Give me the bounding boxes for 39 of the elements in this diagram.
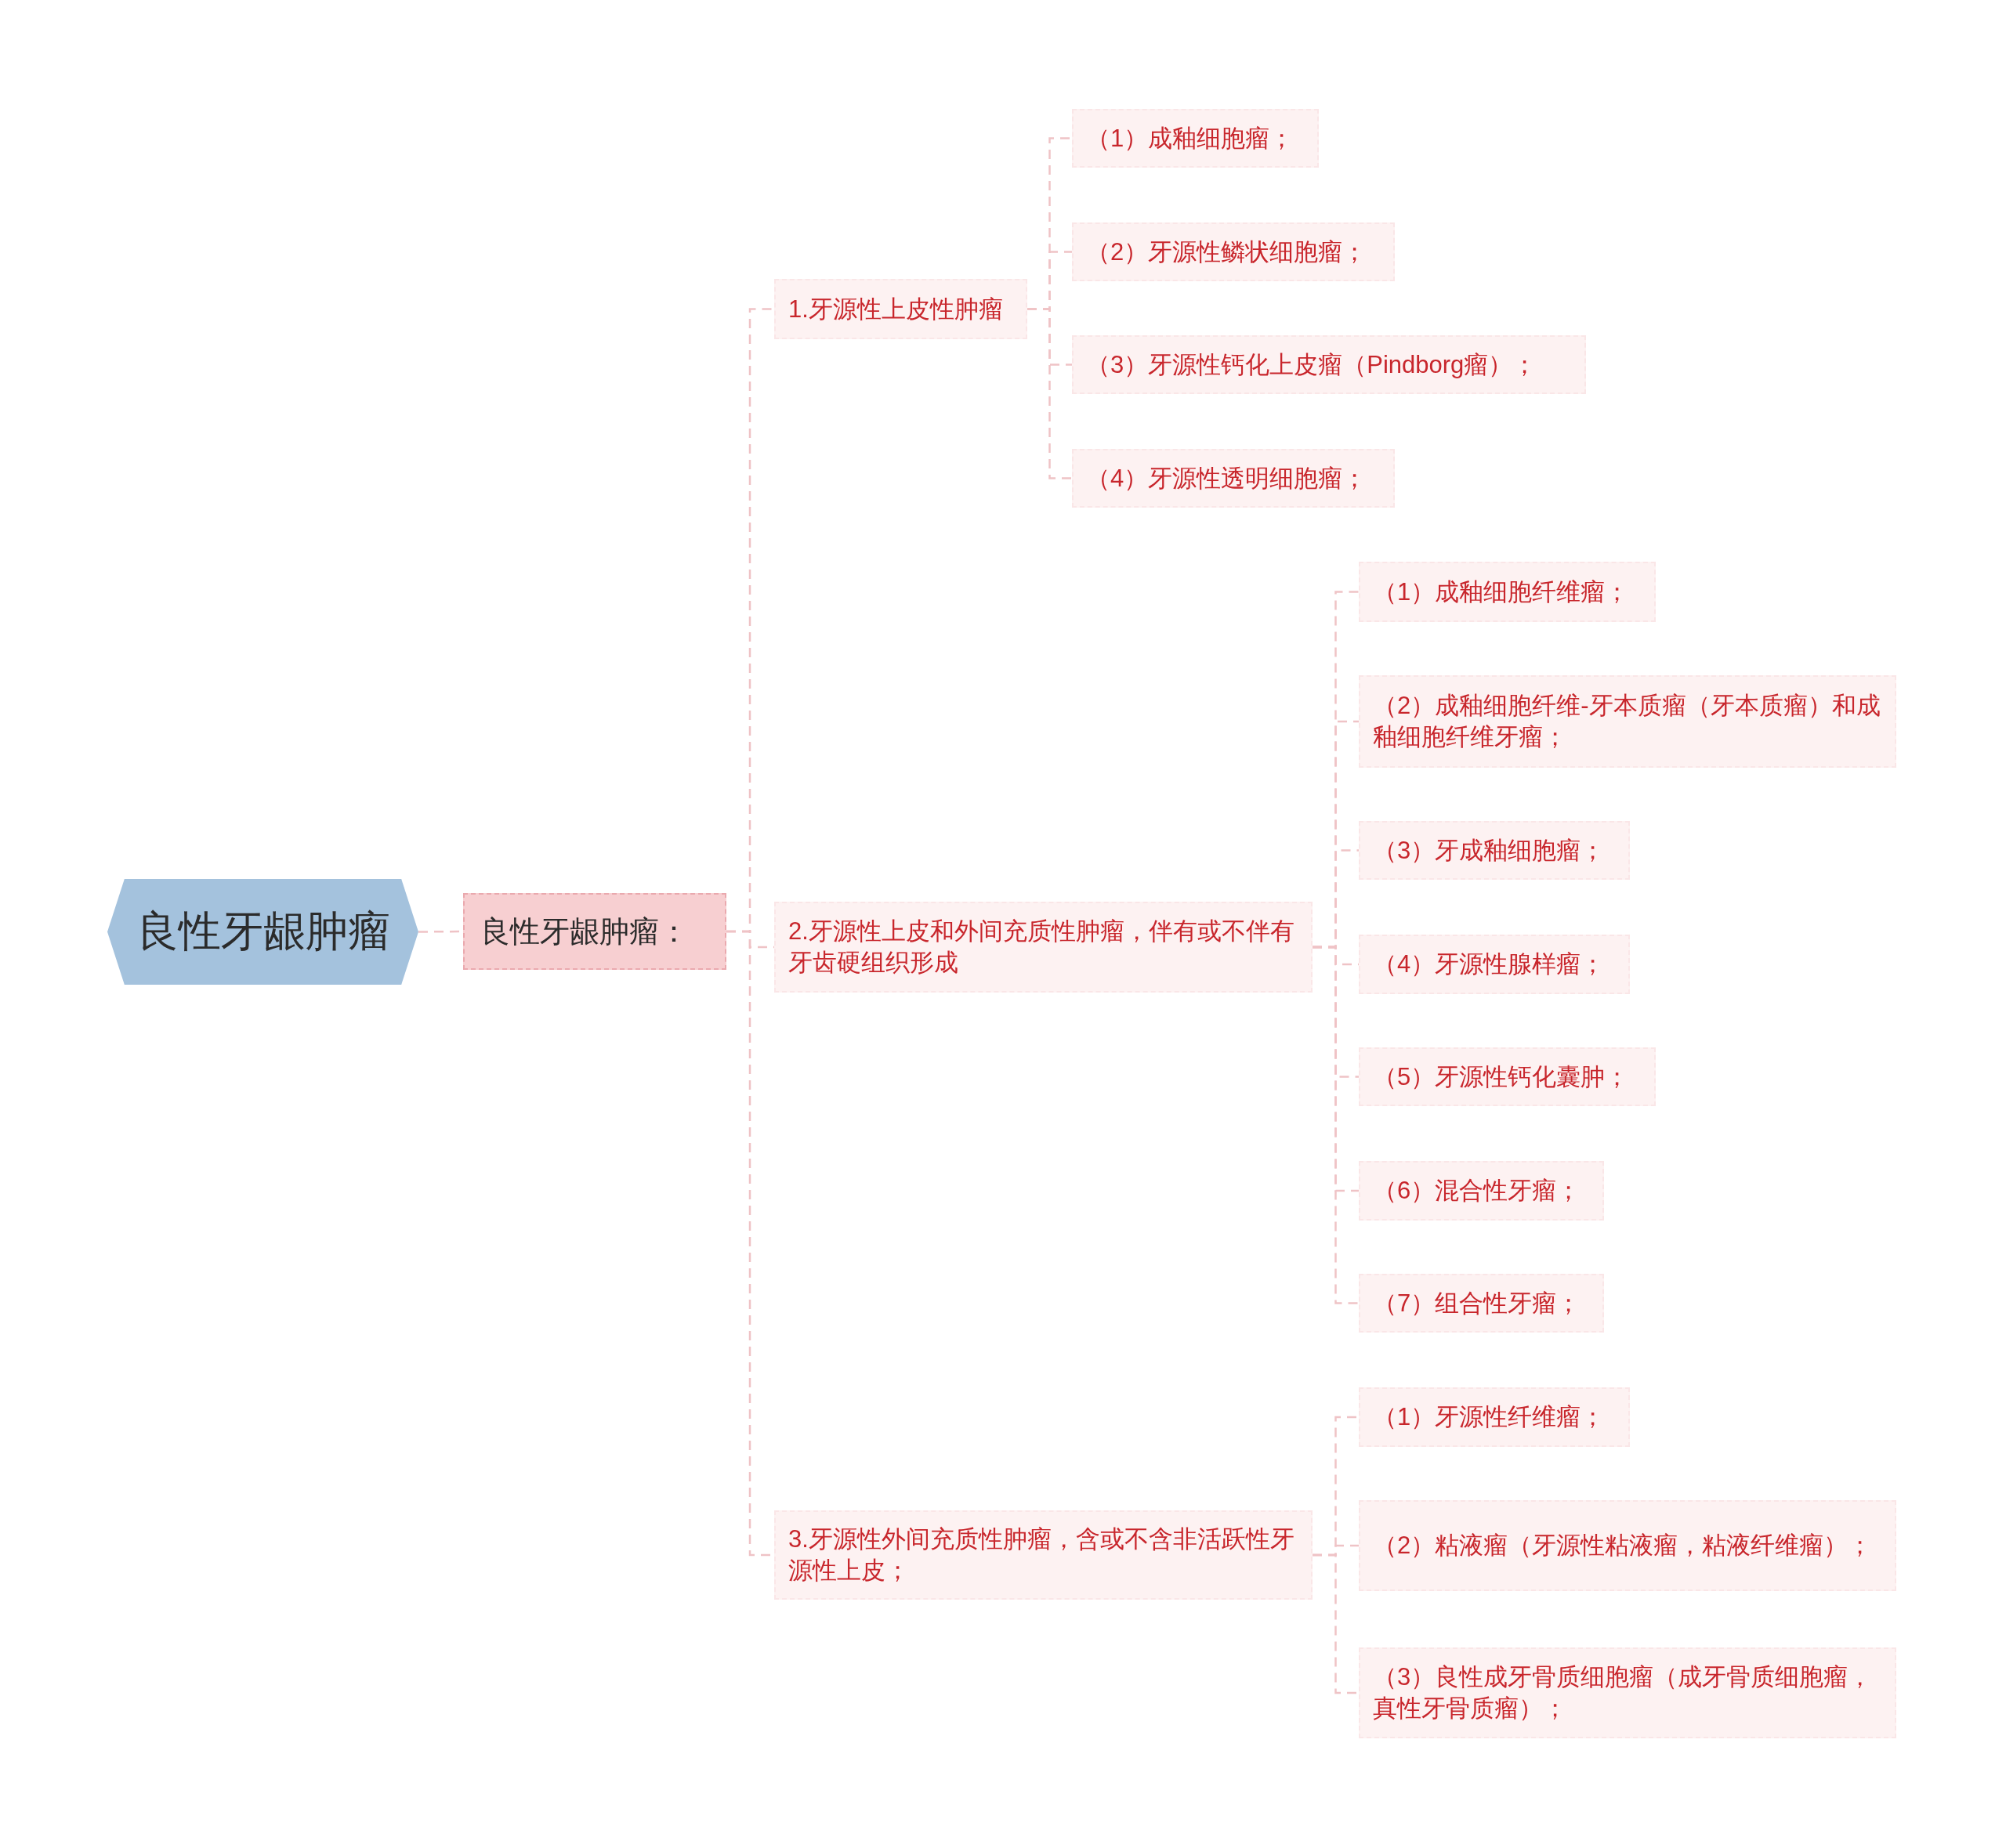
topic-box: [774, 1510, 1313, 1600]
topic-box: [1359, 1647, 1896, 1738]
topic-box: [1359, 562, 1656, 622]
topic-text: （2）牙源性鳞状细胞瘤；: [1086, 237, 1368, 267]
topic-text: （4）牙源性腺样瘤；: [1373, 949, 1606, 979]
topic-box: [1359, 935, 1630, 994]
topic-box: [1072, 222, 1395, 281]
topic-text: （1）成釉细胞瘤；: [1086, 123, 1295, 154]
topic-box: [1359, 1047, 1656, 1106]
connector-line: [1313, 1553, 1359, 1694]
subtopic-text: 良性牙龈肿瘤：: [480, 913, 690, 949]
topic-box: [1359, 1500, 1896, 1591]
topic-box: [1359, 821, 1630, 880]
topic-text: 良性牙龈肿瘤: [136, 906, 390, 956]
topic-box: [1359, 1161, 1604, 1221]
topic-box: [774, 902, 1313, 993]
topic-text: （1）成釉细胞纤维瘤；: [1373, 577, 1631, 607]
subtopic-box: [463, 893, 726, 970]
topic-text: （5）牙源性钙化囊肿；: [1373, 1061, 1631, 1092]
topic-text: （4）牙源性透明细胞瘤；: [1086, 463, 1368, 494]
topic-text: 1.牙源性上皮性肿瘤: [788, 294, 1004, 324]
topic-box: [1359, 675, 1896, 768]
topic-box: [1359, 1387, 1630, 1447]
topic-text: （1）牙源性纤维瘤；: [1373, 1402, 1606, 1432]
topic-text: （3）牙源性钙化上皮瘤（Pindborg瘤）；: [1086, 349, 1538, 380]
topic-text: （3）牙成釉细胞瘤；: [1373, 835, 1606, 866]
topic-box: [1072, 449, 1395, 508]
topic-box: [1072, 335, 1586, 394]
topic-text: （7）组合性牙瘤；: [1373, 1288, 1582, 1318]
topic-text: （2）粘液瘤（牙源性粘液瘤，粘液纤维瘤）；: [1373, 1531, 1874, 1560]
topic-text: 3.牙源性外间充质性肿瘤，含或不含非活跃性牙源性上皮；: [788, 1524, 1295, 1586]
topic-box: [1359, 1274, 1604, 1333]
topic-text: 2.牙源性上皮和外间充质性肿瘤，伴有或不伴有牙齿硬组织形成: [788, 917, 1295, 978]
connector-line: [1027, 308, 1072, 479]
topic-box: [1072, 109, 1319, 168]
topic-text: （2）成釉细胞纤维-牙本质瘤（牙本质瘤）和成釉细胞纤维牙瘤；: [1373, 691, 1881, 752]
topic-box: [774, 279, 1027, 339]
topic-text: （3）良性成牙骨质细胞瘤（成牙骨质细胞瘤，真性牙骨质瘤）；: [1373, 1662, 1874, 1723]
topic-text: （6）混合性牙瘤；: [1373, 1176, 1582, 1206]
